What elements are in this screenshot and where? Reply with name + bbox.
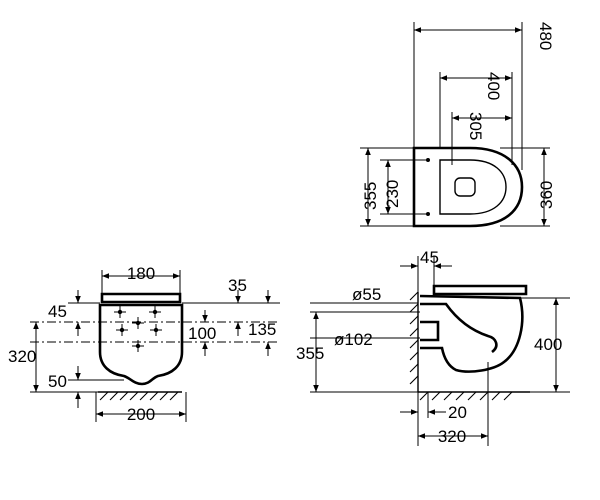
dim-360: 360 xyxy=(537,181,556,209)
side-view-outlet xyxy=(420,320,440,342)
dim-100: 100 xyxy=(188,324,216,343)
dim-480: 480 xyxy=(536,22,555,50)
dim-o102: ø102 xyxy=(334,330,373,349)
front-view-mounting-points xyxy=(114,306,162,352)
side-view-seat xyxy=(432,284,528,296)
dim-305: 305 xyxy=(466,112,485,140)
dim-355-side: 355 xyxy=(296,344,324,363)
top-view-bowl-outline xyxy=(412,146,524,228)
dim-135: 135 xyxy=(248,320,276,339)
dim-400: 400 xyxy=(484,72,503,100)
dim-o55: ø55 xyxy=(352,285,381,304)
top-view-inner-bowl xyxy=(439,159,507,215)
dim-35: 35 xyxy=(228,276,247,295)
dim-400-side: 400 xyxy=(534,335,562,354)
dim-320-front: 320 xyxy=(8,347,36,366)
dim-355-top: 355 xyxy=(361,182,380,210)
side-view-trap xyxy=(420,302,498,354)
front-view-seat xyxy=(100,292,182,304)
dim-230: 230 xyxy=(383,180,402,208)
dim-320-side: 320 xyxy=(438,427,466,446)
front-view: 180 200 45 320 50 35 100 xyxy=(8,264,280,424)
dim-45-front: 45 xyxy=(48,302,67,321)
side-view-bowl xyxy=(419,294,524,373)
dim-45-side: 45 xyxy=(420,248,439,267)
dim-180: 180 xyxy=(127,264,155,283)
dim-50: 50 xyxy=(48,372,67,391)
top-view-flush-opening xyxy=(454,177,476,197)
dim-200: 200 xyxy=(127,405,155,424)
side-view: 45 ø55 ø102 355 400 20 320 xyxy=(296,248,570,446)
top-view: 480 400 305 355 230 360 xyxy=(360,22,556,228)
dim-20: 20 xyxy=(448,403,467,422)
front-view-bowl xyxy=(98,303,184,386)
